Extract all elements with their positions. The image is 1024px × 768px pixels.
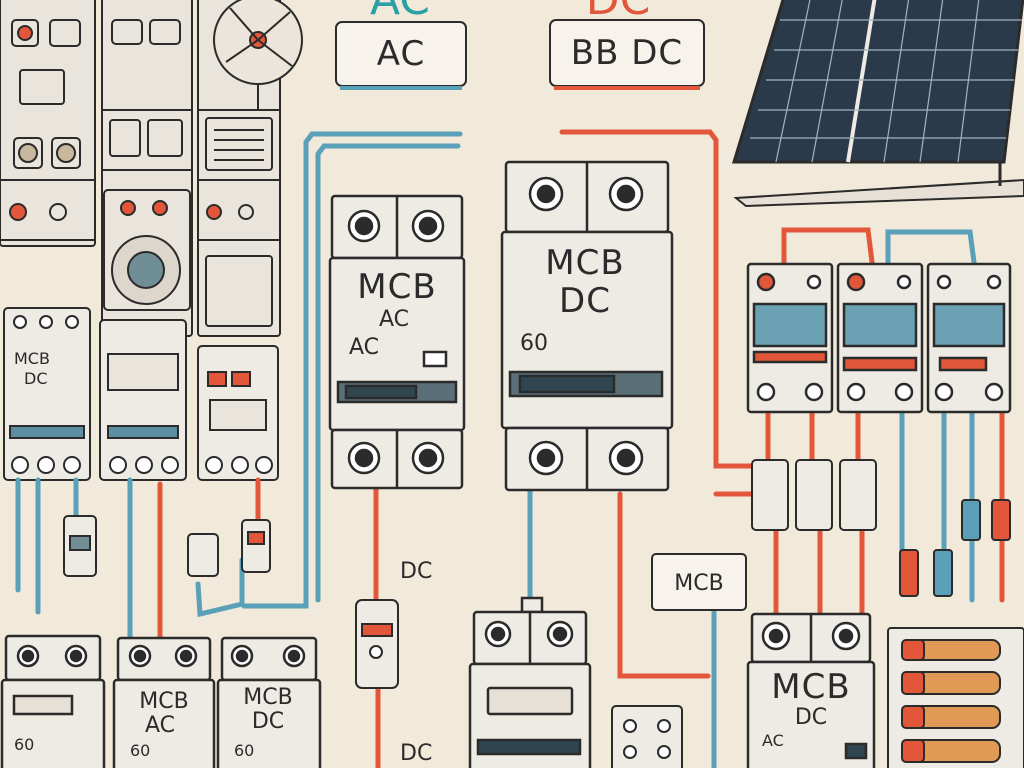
center-dc-label-line2: DC xyxy=(559,281,611,321)
bottom-a-label-line1: MCB xyxy=(139,689,188,714)
bottom-b-label-line1: MCB xyxy=(243,685,292,710)
breaker-a-label-line1: MCB xyxy=(14,349,50,368)
left-breaker-a xyxy=(3,307,91,481)
battery-pack-icon xyxy=(887,627,1024,768)
bottom-left-rating: 60 xyxy=(14,735,34,754)
bottom-b-rating: 60 xyxy=(234,741,254,760)
ac-header-label: AC xyxy=(377,34,425,74)
ac-header-box xyxy=(335,21,467,90)
bottom-a-rating: 60 xyxy=(130,741,150,760)
dc-wire-label-bottom: DC xyxy=(400,741,432,766)
dc-header-box xyxy=(549,19,705,90)
bottom-a-label-line2: AC xyxy=(145,713,175,738)
solar-panel-icon xyxy=(731,0,1024,208)
inline-connectors xyxy=(63,459,1011,689)
bottom-left-breakers xyxy=(0,634,322,768)
bottom-center-breaker xyxy=(468,596,592,768)
left-breaker-b xyxy=(99,319,187,481)
left-rack-knobs xyxy=(9,25,254,305)
center-dc-label-line1: MCB xyxy=(545,243,624,283)
fan-icon xyxy=(213,0,303,110)
small-switch xyxy=(611,705,683,768)
left-equipment-rack xyxy=(0,0,281,337)
dc-wires xyxy=(157,129,1005,768)
bottom-right-rating: AC xyxy=(762,731,784,750)
dc-wire-label-mid: DC xyxy=(400,559,432,584)
center-dc-rating: 60 xyxy=(520,331,548,356)
right-dc-breaker-row xyxy=(746,262,1012,414)
bottom-right-label-line2: DC xyxy=(795,705,827,730)
bottom-right-breaker xyxy=(746,612,876,768)
center-ac-label-line3: AC xyxy=(349,335,379,360)
center-ac-label-line1: MCB xyxy=(357,267,436,307)
center-ac-label-line2: AC xyxy=(379,307,409,332)
ac-wires xyxy=(15,131,977,768)
breaker-a-label-line2: DC xyxy=(24,369,48,388)
ac-title-text: AC xyxy=(370,0,430,25)
center-ac-breaker xyxy=(328,194,466,490)
bottom-right-label-line1: MCB xyxy=(771,667,850,707)
center-dc-breaker xyxy=(500,160,674,492)
bottom-b-label-line2: DC xyxy=(252,709,284,734)
dc-header-label: BB DC xyxy=(571,33,683,73)
left-breaker-c xyxy=(197,345,279,481)
mcb-tag-label: MCB xyxy=(674,571,723,596)
mcb-tag xyxy=(651,553,747,611)
